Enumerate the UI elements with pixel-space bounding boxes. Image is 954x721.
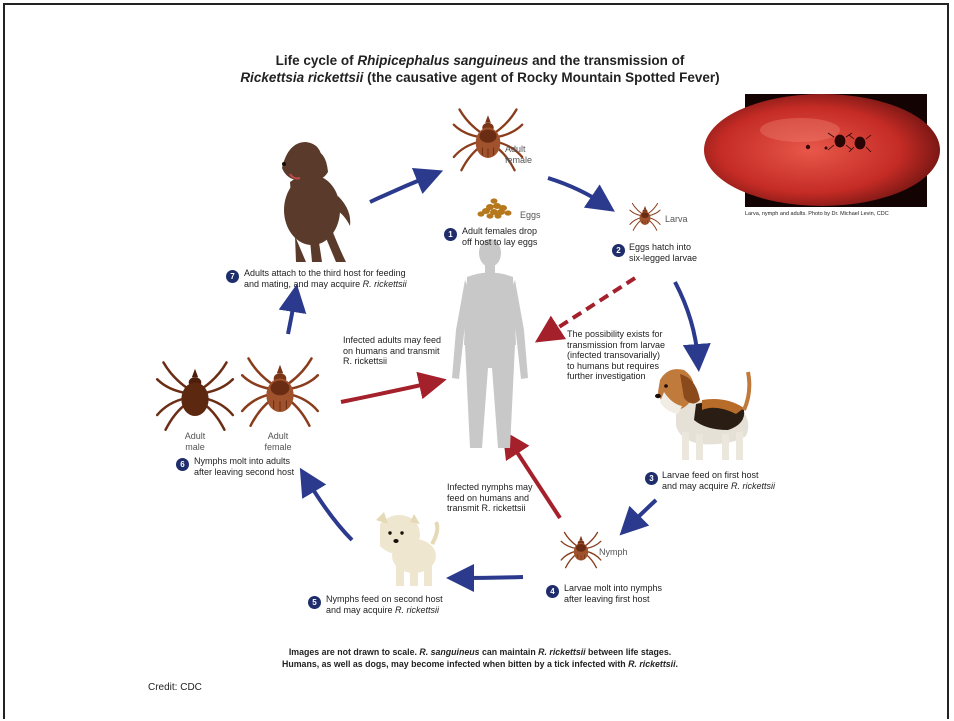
label-nymph: Nymph <box>599 547 628 558</box>
nymph-tick <box>561 533 601 568</box>
step-3-badge: 3 <box>645 472 658 485</box>
cycle-arrow-1-to-2 <box>548 178 605 205</box>
step-2-badge: 2 <box>612 244 625 257</box>
label-eggs: Eggs <box>520 210 541 221</box>
step-7-badge: 7 <box>226 270 239 283</box>
large-dog-third-host <box>282 142 350 262</box>
small-white-dog-second-host <box>376 512 437 586</box>
step-7-text: Adults attach to the third host for feed… <box>244 268 407 289</box>
cycle-arrow-2-to-3 <box>675 282 698 360</box>
cycle-arrow-4-to-5 <box>458 577 523 578</box>
photo-caption: Larva, nymph and adults. Photo by Dr. Mi… <box>745 211 889 217</box>
step-6-badge: 6 <box>176 458 189 471</box>
footnote: Images are not drawn to scale. R. sangui… <box>235 646 725 670</box>
step-5-badge: 5 <box>308 596 321 609</box>
cycle-arrow-7-to-1 <box>370 175 432 202</box>
cycle-arrow-3-to-4 <box>628 500 656 527</box>
cycle-arrow-6-to-7 <box>288 296 295 334</box>
tick-photo <box>704 94 940 207</box>
beagle-first-host <box>655 369 749 460</box>
transmission-arrow-larvae <box>545 278 635 336</box>
adult-female-tick-left <box>242 359 318 426</box>
step-4-badge: 4 <box>546 585 559 598</box>
credit: Credit: CDC <box>148 682 202 693</box>
human-silhouette <box>452 239 528 448</box>
step-1-badge: 1 <box>444 228 457 241</box>
eggs-cluster <box>478 198 512 218</box>
cycle-arrow-5-to-6 <box>306 478 352 540</box>
adult-male-tick <box>157 363 233 430</box>
transmission-arrow-adults <box>341 382 435 402</box>
larva-tick <box>630 203 660 230</box>
label-larva: Larva <box>665 214 688 225</box>
